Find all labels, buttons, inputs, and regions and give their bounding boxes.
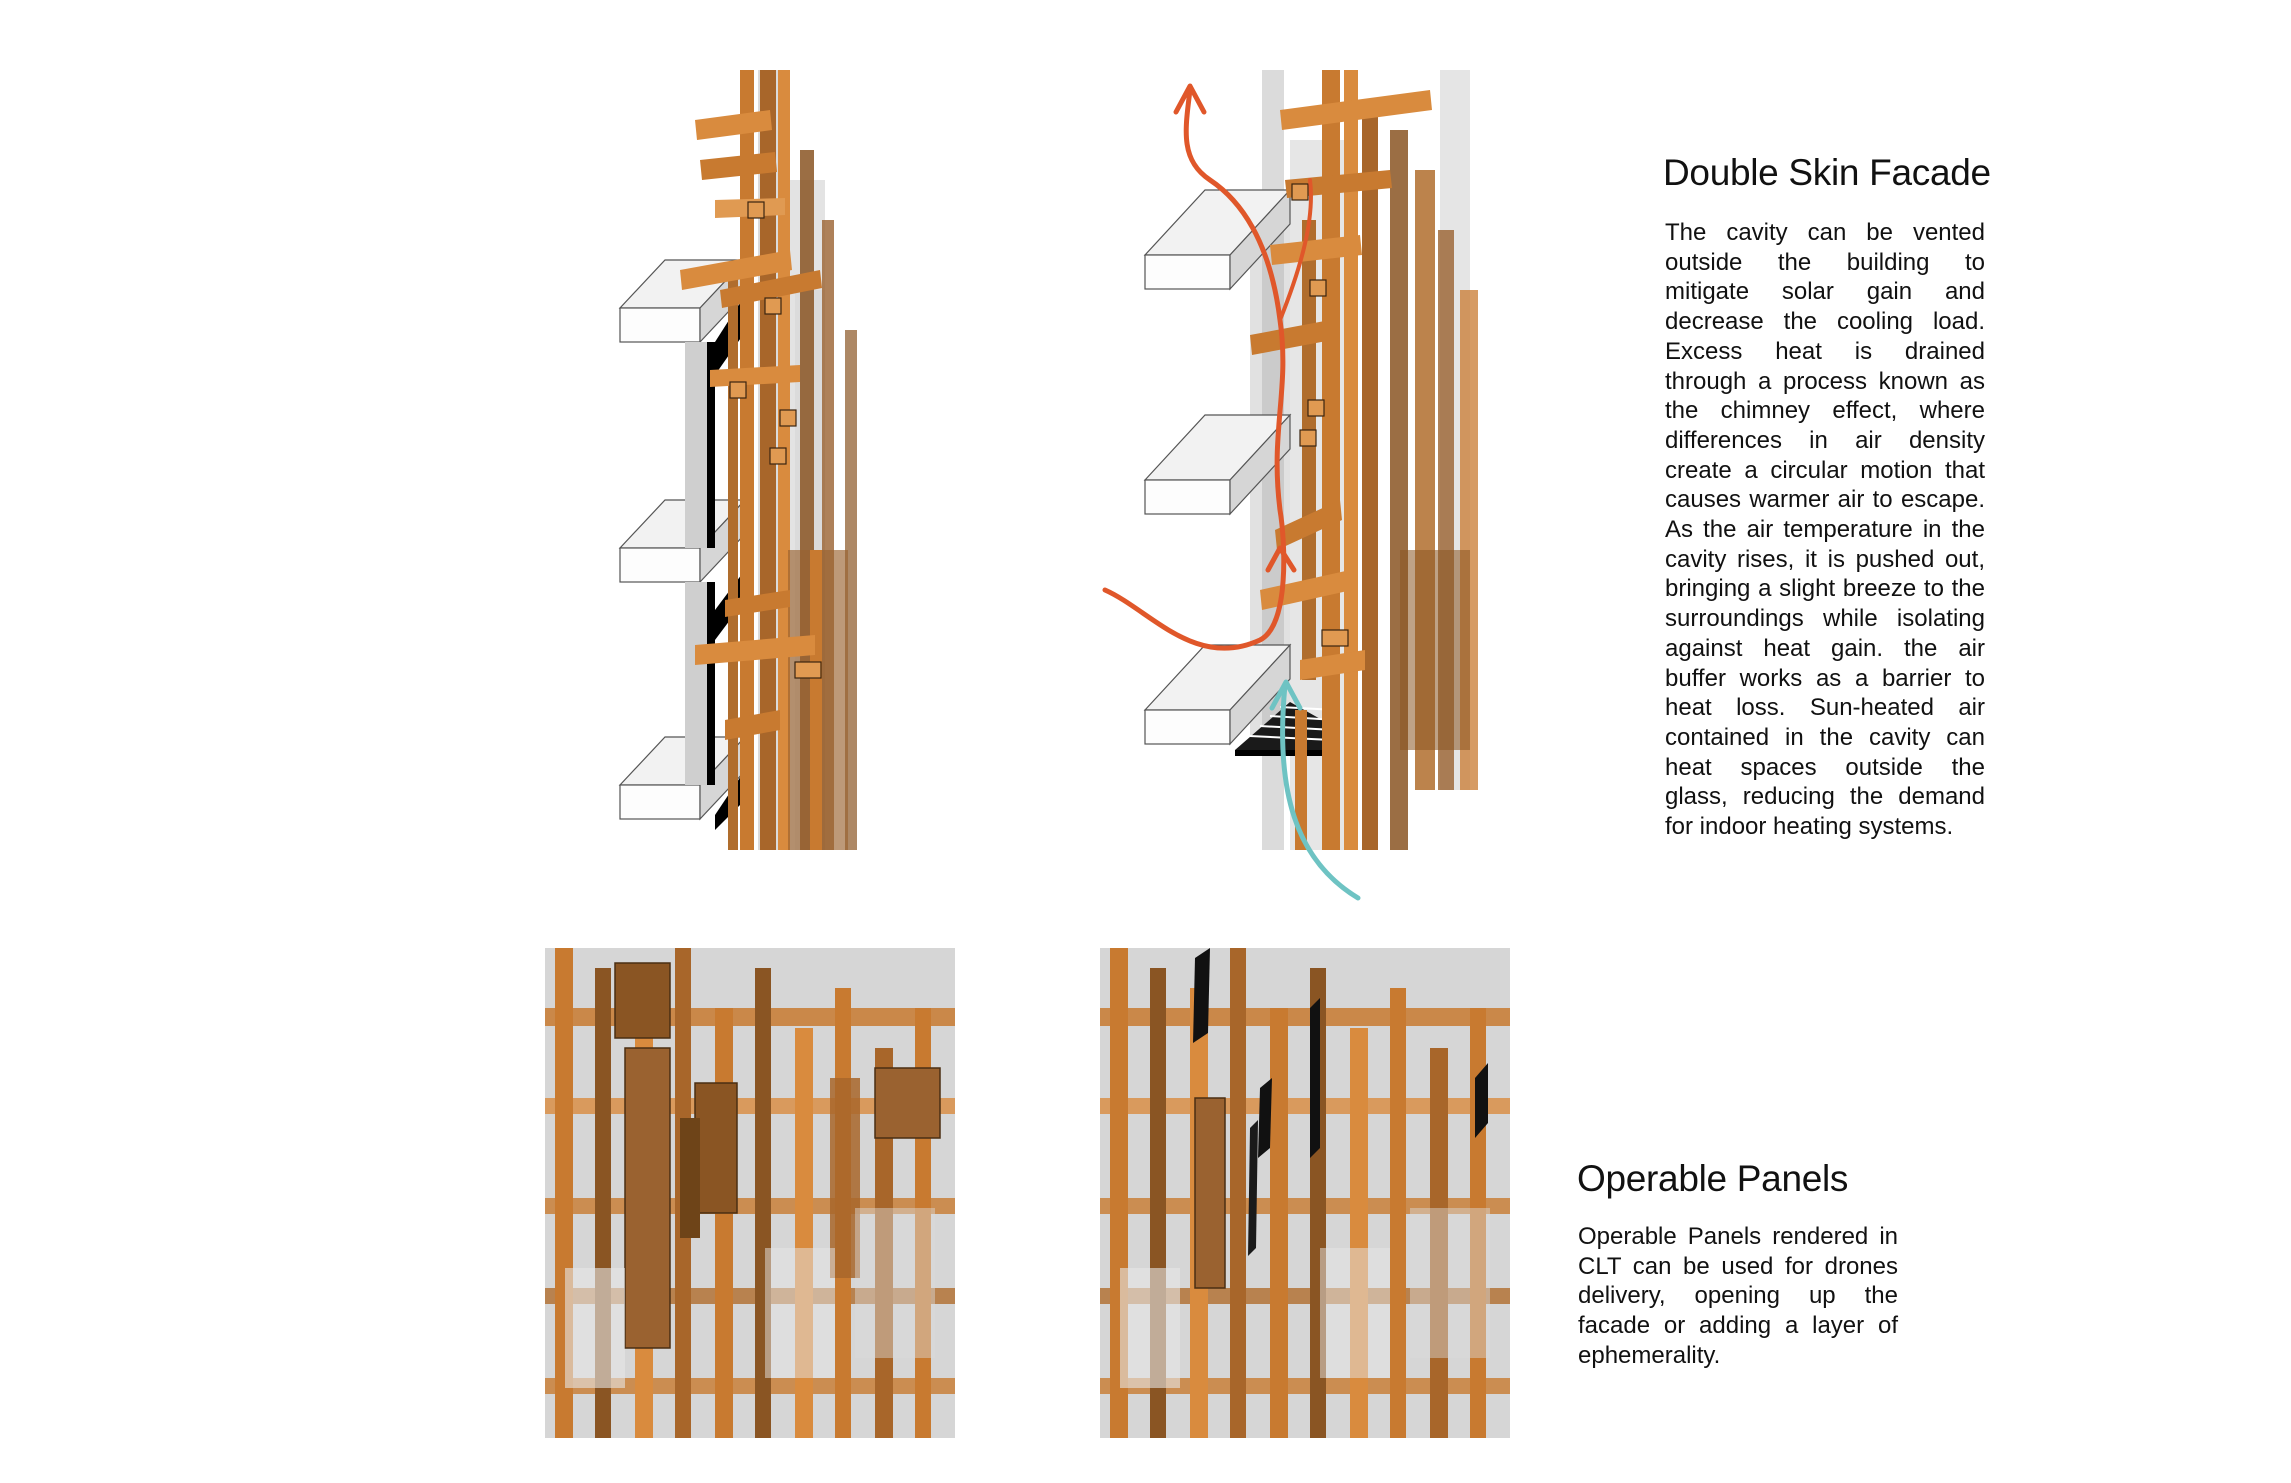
clt-connectors (1291, 183, 1349, 647)
operable-panels-title: Operable Panels (1577, 1158, 1849, 1199)
operable-panels-description: Operable Panels rendered in CLT can be u… (1578, 1223, 1898, 1369)
facade-section-vented-svg (1102, 70, 1478, 901)
operable-panels-closed-svg (545, 948, 955, 1438)
cool-air-arrow (1269, 679, 1361, 901)
operable-panels-closed-drawing (545, 948, 955, 1438)
operable-panel-open-icon (1193, 948, 1488, 1289)
clt-beams (680, 110, 822, 740)
operable-panel-icon (614, 962, 941, 1349)
floor-slab-2 (618, 498, 747, 584)
glass-panes (565, 1208, 935, 1388)
double-skin-facade-title: Double Skin Facade (1663, 152, 1991, 193)
warm-air-arrow (1102, 83, 1313, 651)
floor-slab-2 (1143, 413, 1292, 516)
glass-panes (1120, 1208, 1490, 1388)
double-skin-facade-description: The cavity can be vented outside the bui… (1665, 219, 1985, 841)
facade-section-closed-svg (618, 70, 857, 850)
floor-slab-3 (1143, 643, 1292, 746)
facade-section-vented-drawing (1100, 70, 1540, 910)
clt-connectors (729, 201, 822, 679)
operable-panels-open-drawing (1100, 948, 1510, 1438)
operable-panels-open-svg (1100, 948, 1510, 1438)
facade-section-closed-drawing (600, 70, 900, 850)
